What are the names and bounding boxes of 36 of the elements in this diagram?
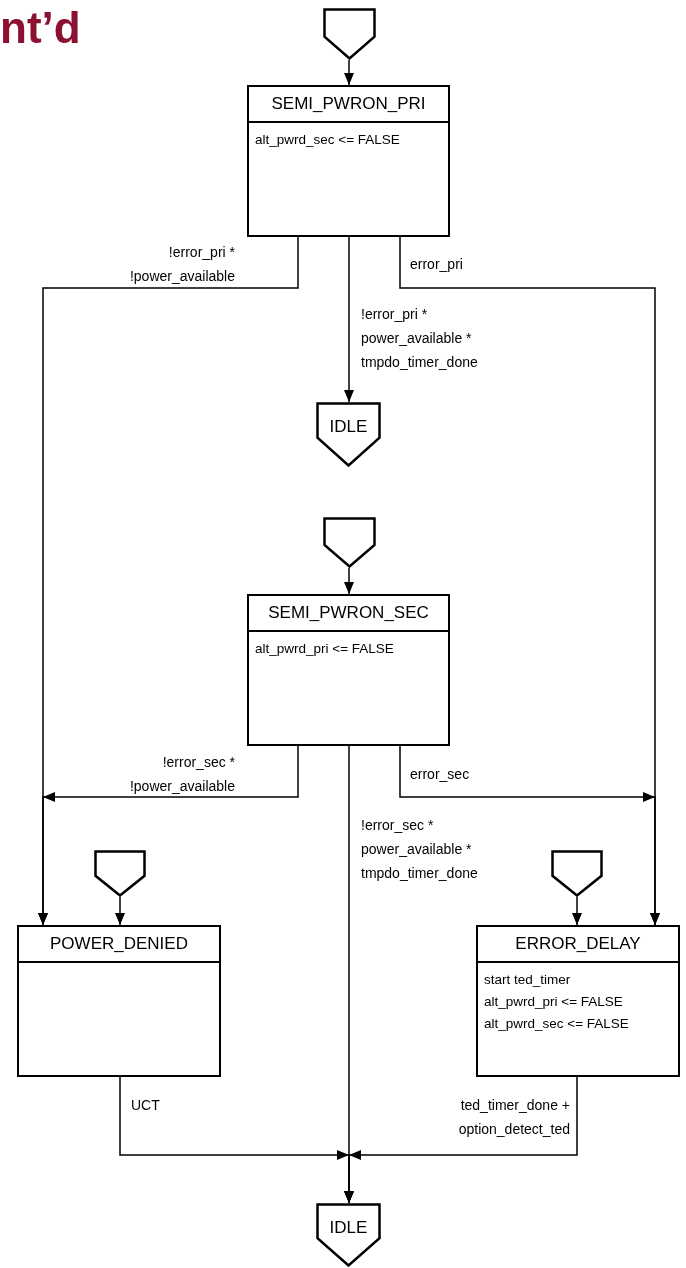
entry-connector	[551, 850, 603, 897]
arrow	[344, 567, 354, 595]
state-name: IDLE	[329, 416, 368, 438]
edge-label: error_pri	[410, 256, 463, 272]
edge-label: !error_sec * !power_available	[129, 754, 235, 794]
edge-label: !error_pri * !power_available	[129, 244, 235, 284]
edge-label: !error_sec * power_available * tmpdo_timer_done	[361, 817, 478, 881]
edge-label: error_sec	[410, 766, 470, 782]
arrow	[344, 1076, 578, 1204]
arrow	[399, 745, 660, 926]
state-name: SEMI_PWRON_SEC	[268, 602, 429, 625]
arrow	[572, 896, 582, 926]
state-action: alt_pwrd_sec <= FALSE	[255, 131, 401, 149]
state-action: start ted_timer	[484, 971, 572, 989]
entry-connector	[323, 8, 376, 60]
edge-label: ted_timer_done + option_detect_ted	[458, 1097, 570, 1137]
entry-connector	[94, 850, 146, 897]
state-box	[476, 925, 680, 1077]
state-action: alt_pwrd_pri <= FALSE	[255, 640, 395, 658]
edge-label: !error_pri * power_available * tmpdo_timer_done	[361, 306, 478, 370]
page-title: nt’d	[0, 6, 81, 50]
arrow	[115, 896, 125, 926]
state-action: alt_pwrd_sec <= FALSE	[484, 1015, 630, 1033]
entry-connector	[323, 517, 376, 568]
state-name: ERROR_DELAY	[515, 933, 641, 956]
state-name: POWER_DENIED	[50, 933, 188, 956]
state-box	[247, 594, 450, 746]
state-name: IDLE	[329, 1217, 368, 1239]
arrow	[344, 59, 354, 86]
state-action: alt_pwrd_pri <= FALSE	[484, 993, 624, 1011]
arrow	[344, 236, 354, 403]
arrow	[38, 745, 299, 926]
state-box	[247, 85, 450, 237]
state-name: SEMI_PWRON_PRI	[271, 93, 426, 116]
edge-label: UCT	[131, 1097, 160, 1113]
state-box	[17, 925, 221, 1077]
